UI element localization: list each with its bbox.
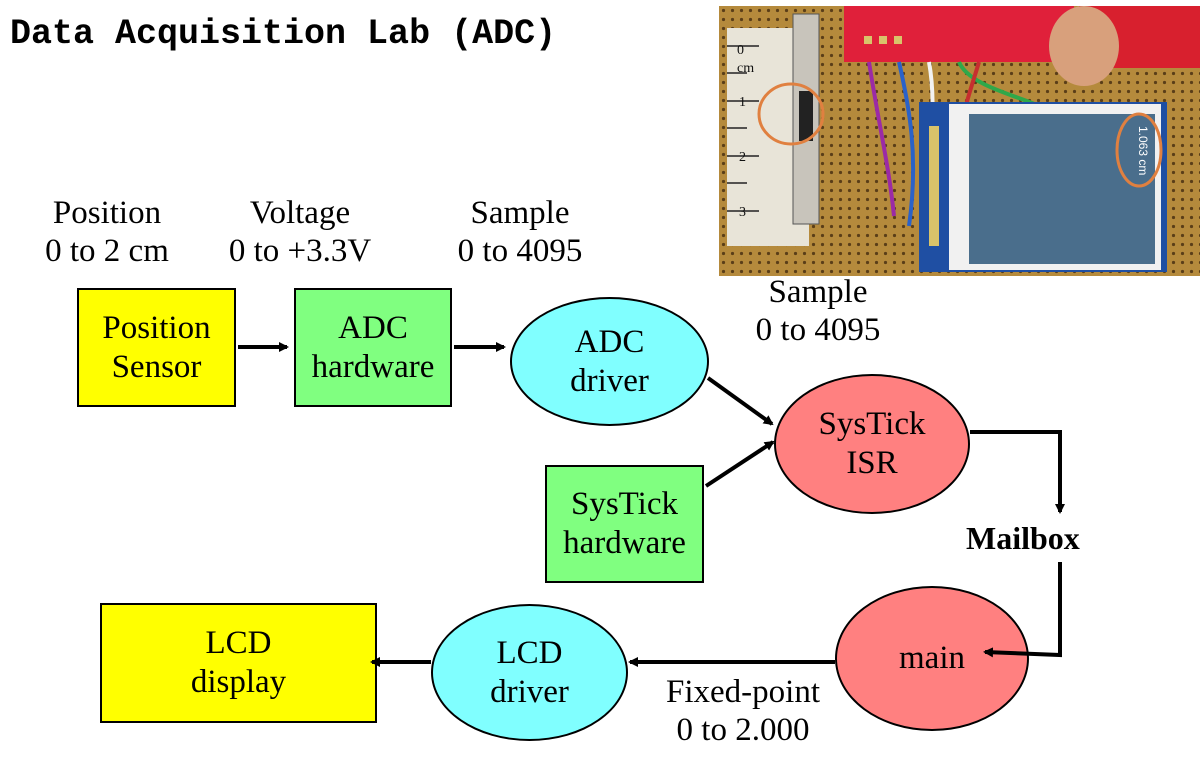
hardware-photo: 0 cm 1 2 3 1.063 cm [719, 6, 1200, 276]
mailbox-label: Mailbox [966, 520, 1080, 556]
svg-text:cm: cm [737, 61, 754, 76]
svg-text:2: 2 [739, 150, 746, 165]
arrow-isr-to-mailbox [970, 430, 1065, 514]
svg-text:0: 0 [737, 43, 744, 58]
arrow-systick-to-isr [704, 440, 775, 488]
arrow-mailbox-to-main [983, 562, 1062, 658]
svg-text:1: 1 [739, 95, 746, 110]
arrow-driver-to-isr [706, 376, 774, 426]
page-title: Data Acquisition Lab (ADC) [10, 14, 557, 54]
main-node: main [835, 586, 1029, 731]
svg-text:1.063 cm: 1.063 cm [1136, 126, 1150, 175]
svg-text:3: 3 [739, 205, 746, 220]
